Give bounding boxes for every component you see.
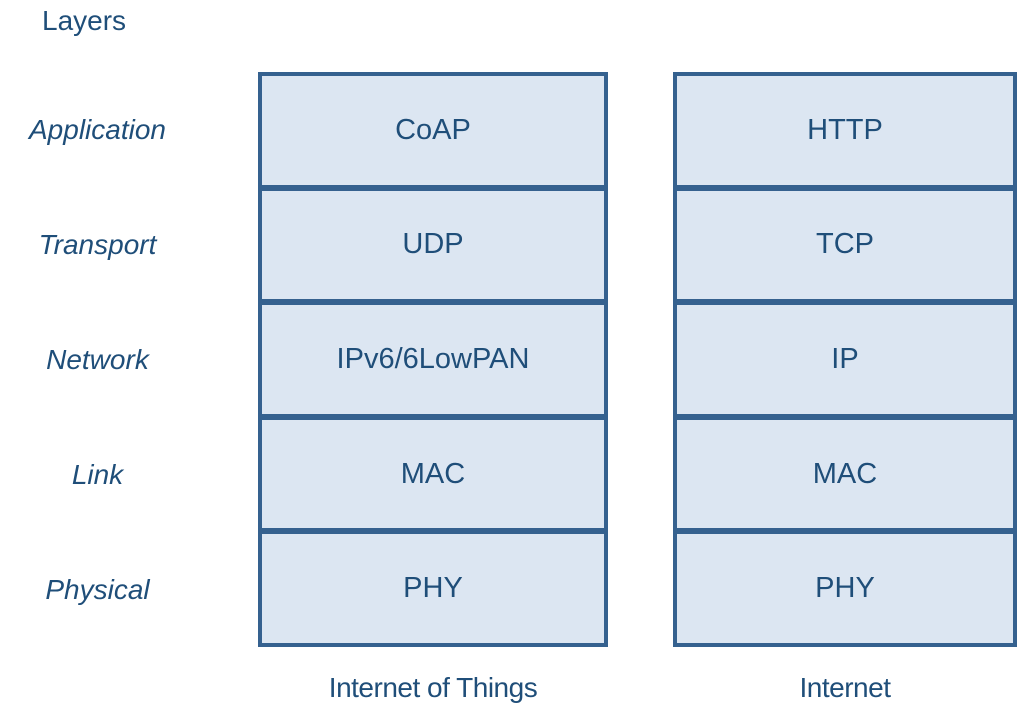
- iot-application-box: CoAP: [258, 72, 608, 189]
- layer-label-column: Application Transport Network Link Physi…: [0, 72, 195, 647]
- internet-protocol-stack: HTTP TCP IP MAC PHY: [673, 72, 1017, 647]
- iot-transport-box: UDP: [258, 186, 608, 304]
- internet-transport-box: TCP: [673, 186, 1017, 304]
- layer-label-link: Link: [71, 458, 124, 490]
- internet-link-box: MAC: [673, 415, 1017, 533]
- layer-label-network: Network: [46, 343, 149, 375]
- internet-network-box: IP: [673, 301, 1017, 418]
- layer-label-physical: Physical: [45, 573, 150, 605]
- internet-stack-caption: Internet: [799, 672, 891, 703]
- iot-network-box: IPv6/6LowPAN: [258, 301, 608, 418]
- page-title: Layers: [42, 5, 127, 36]
- iot-link-box: MAC: [258, 415, 608, 533]
- iot-physical-box: PHY: [258, 530, 608, 647]
- internet-application-box: HTTP: [673, 72, 1017, 189]
- iot-protocol-stack: CoAP UDP IPv6/6LowPAN MAC PHY: [258, 72, 608, 647]
- layer-label-transport: Transport: [38, 228, 157, 260]
- internet-physical-box: PHY: [673, 530, 1017, 647]
- iot-stack-caption: Internet of Things: [328, 672, 538, 703]
- layer-label-application: Application: [29, 113, 166, 145]
